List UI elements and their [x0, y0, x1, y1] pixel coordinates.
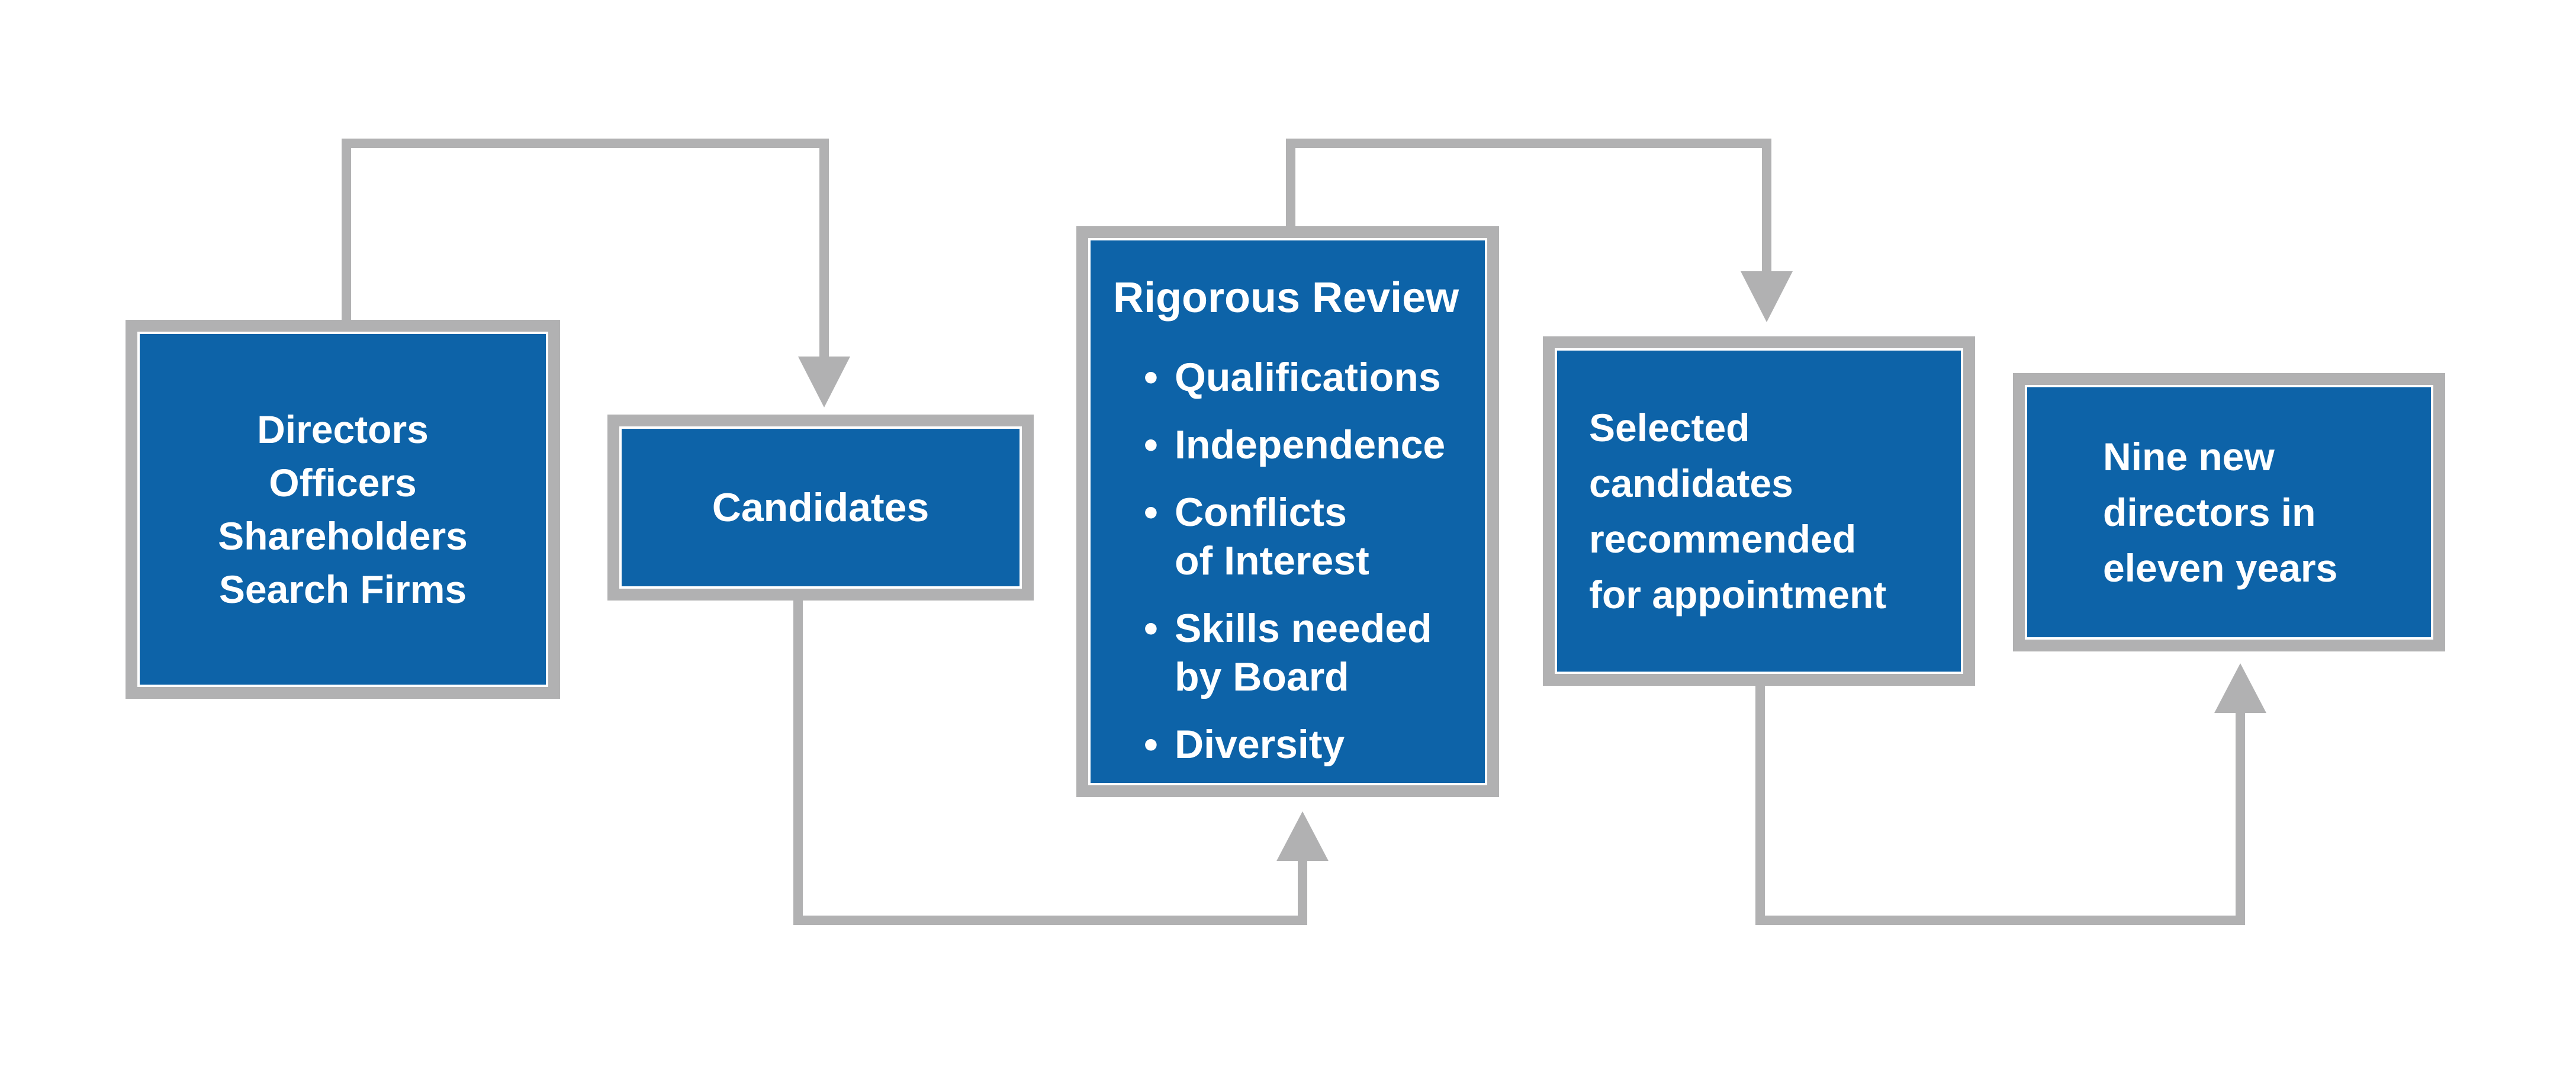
- connector-line: [2236, 713, 2245, 925]
- bullet-icon: •: [1144, 722, 1158, 767]
- connector-line: [1286, 139, 1295, 226]
- connector-line: [1755, 686, 1765, 925]
- connector-line: [1298, 859, 1307, 925]
- flow-node-rigorous-review-body: Rigorous Review • Qualifications • Indep…: [1091, 240, 1485, 783]
- flow-node-sources-body: Directors Officers Shareholders Search F…: [140, 334, 546, 685]
- bullet-line: Conflicts: [1175, 490, 1347, 535]
- list-item: • Conflicts of Interest: [1144, 488, 1467, 585]
- flow-node-outcome-body: Nine new directors in eleven years: [2027, 387, 2431, 637]
- selected-line: Selected: [1589, 406, 1750, 449]
- flow-node-outcome: Nine new directors in eleven years: [2013, 373, 2445, 651]
- outcome-line: eleven years: [2103, 546, 2338, 590]
- connector-line: [819, 139, 829, 359]
- source-line: Officers: [269, 461, 417, 505]
- connector-line: [342, 139, 829, 148]
- bullet-icon: •: [1144, 355, 1158, 400]
- selected-line: recommended: [1589, 517, 1857, 561]
- connector-line: [1286, 139, 1771, 148]
- bullet-icon: •: [1144, 422, 1158, 467]
- flow-node-candidates-body: Candidates: [622, 429, 1020, 586]
- arrowhead-down-icon: [798, 357, 850, 407]
- list-item: • Qualifications: [1144, 353, 1467, 402]
- flow-node-candidates: Candidates: [607, 415, 1034, 601]
- review-title: Rigorous Review: [1113, 274, 1459, 322]
- flow-node-selected-candidates-body: Selected candidates recommended for appo…: [1557, 351, 1961, 672]
- list-item: • Skills needed by Board: [1144, 604, 1467, 701]
- connector-line: [793, 601, 803, 925]
- flow-node-selected-candidates: Selected candidates recommended for appo…: [1543, 336, 1975, 686]
- connector-line: [793, 916, 1307, 925]
- selected-line: for appointment: [1589, 573, 1887, 617]
- bullet-line: Qualifications: [1175, 355, 1441, 400]
- source-line: Directors: [257, 407, 429, 451]
- connector-line: [1755, 916, 2245, 925]
- candidates-label: Candidates: [712, 485, 930, 530]
- bullet-icon: •: [1144, 490, 1158, 535]
- review-bullet-list: • Qualifications • Independence • Confli…: [1144, 353, 1467, 769]
- bullet-line: of Interest: [1175, 538, 1369, 583]
- outcome-line: directors in: [2103, 490, 2316, 534]
- arrowhead-up-icon: [1276, 811, 1329, 861]
- source-line: Shareholders: [218, 514, 468, 558]
- bullet-icon: •: [1144, 606, 1158, 651]
- bullet-line: Diversity: [1175, 722, 1345, 767]
- bullet-line: Independence: [1175, 422, 1446, 467]
- arrowhead-down-icon: [1741, 271, 1793, 322]
- bullet-line: Skills needed: [1175, 606, 1432, 651]
- source-line: Search Firms: [218, 567, 467, 611]
- outcome-line: Nine new: [2103, 435, 2275, 479]
- connector-line: [342, 139, 351, 320]
- flow-node-sources: Directors Officers Shareholders Search F…: [126, 320, 560, 699]
- list-item: • Independence: [1144, 420, 1467, 469]
- connector-line: [1762, 139, 1771, 274]
- bullet-line: by Board: [1175, 654, 1349, 699]
- flow-node-rigorous-review: Rigorous Review • Qualifications • Indep…: [1076, 226, 1499, 797]
- list-item: • Diversity: [1144, 720, 1467, 769]
- arrowhead-up-icon: [2214, 663, 2266, 713]
- selected-line: candidates: [1589, 461, 1793, 505]
